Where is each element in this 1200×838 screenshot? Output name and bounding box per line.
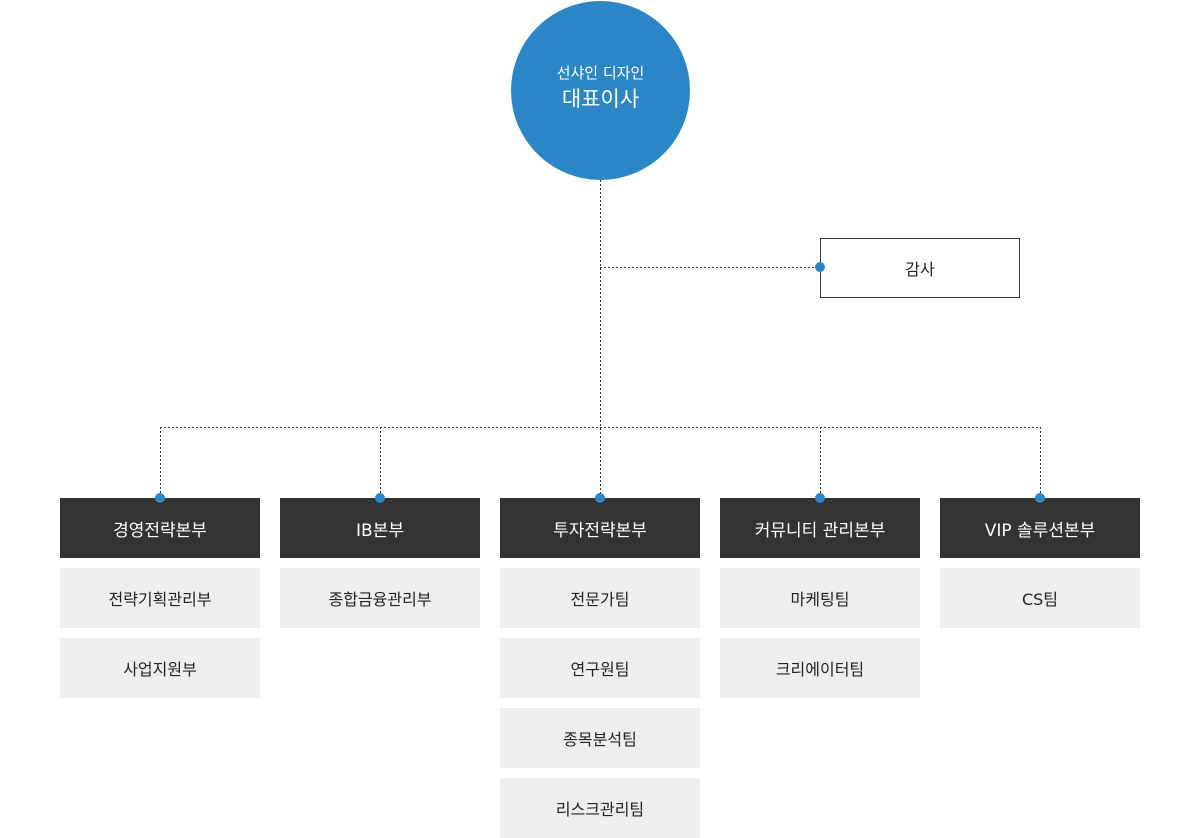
department-head: 투자전략본부 (500, 498, 700, 558)
department-connector-dot (375, 493, 385, 503)
team-box: 종합금융관리부 (280, 568, 480, 628)
team-box: 마케팅팀 (720, 568, 920, 628)
department-head: VIP 솔루션본부 (940, 498, 1140, 558)
department-connector-dot (1035, 493, 1045, 503)
department-connector-dot (815, 493, 825, 503)
department-column-ib: IB본부 종합금융관리부 (280, 498, 480, 628)
department-column-management-strategy: 경영전략본부 전략기획관리부 사업지원부 (60, 498, 260, 698)
department-connector-dot (155, 493, 165, 503)
audit-label: 감사 (905, 260, 935, 279)
audit-connector-dot (815, 262, 825, 272)
team-box: 종목분석팀 (500, 708, 700, 768)
department-head: 커뮤니티 관리본부 (720, 498, 920, 558)
team-box: 전문가팀 (500, 568, 700, 628)
department-column-investment-strategy: 투자전략본부 전문가팀 연구원팀 종목분석팀 리스크관리팀 (500, 498, 700, 838)
team-box: 연구원팀 (500, 638, 700, 698)
ceo-company-name: 선샤인 디자인 (556, 63, 645, 82)
team-box: 사업지원부 (60, 638, 260, 698)
team-box: 전략기획관리부 (60, 568, 260, 628)
ceo-node: 선샤인 디자인 대표이사 (511, 1, 690, 180)
team-box: CS팀 (940, 568, 1140, 628)
audit-node: 감사 (820, 238, 1020, 298)
department-head: IB본부 (280, 498, 480, 558)
ceo-title: 대표이사 (561, 86, 640, 111)
department-column-vip-solution: VIP 솔루션본부 CS팀 (940, 498, 1140, 628)
department-column-community: 커뮤니티 관리본부 마케팅팀 크리에이터팀 (720, 498, 920, 698)
team-box: 크리에이터팀 (720, 638, 920, 698)
team-box: 리스크관리팀 (500, 778, 700, 838)
department-head: 경영전략본부 (60, 498, 260, 558)
department-connector-dot (595, 493, 605, 503)
